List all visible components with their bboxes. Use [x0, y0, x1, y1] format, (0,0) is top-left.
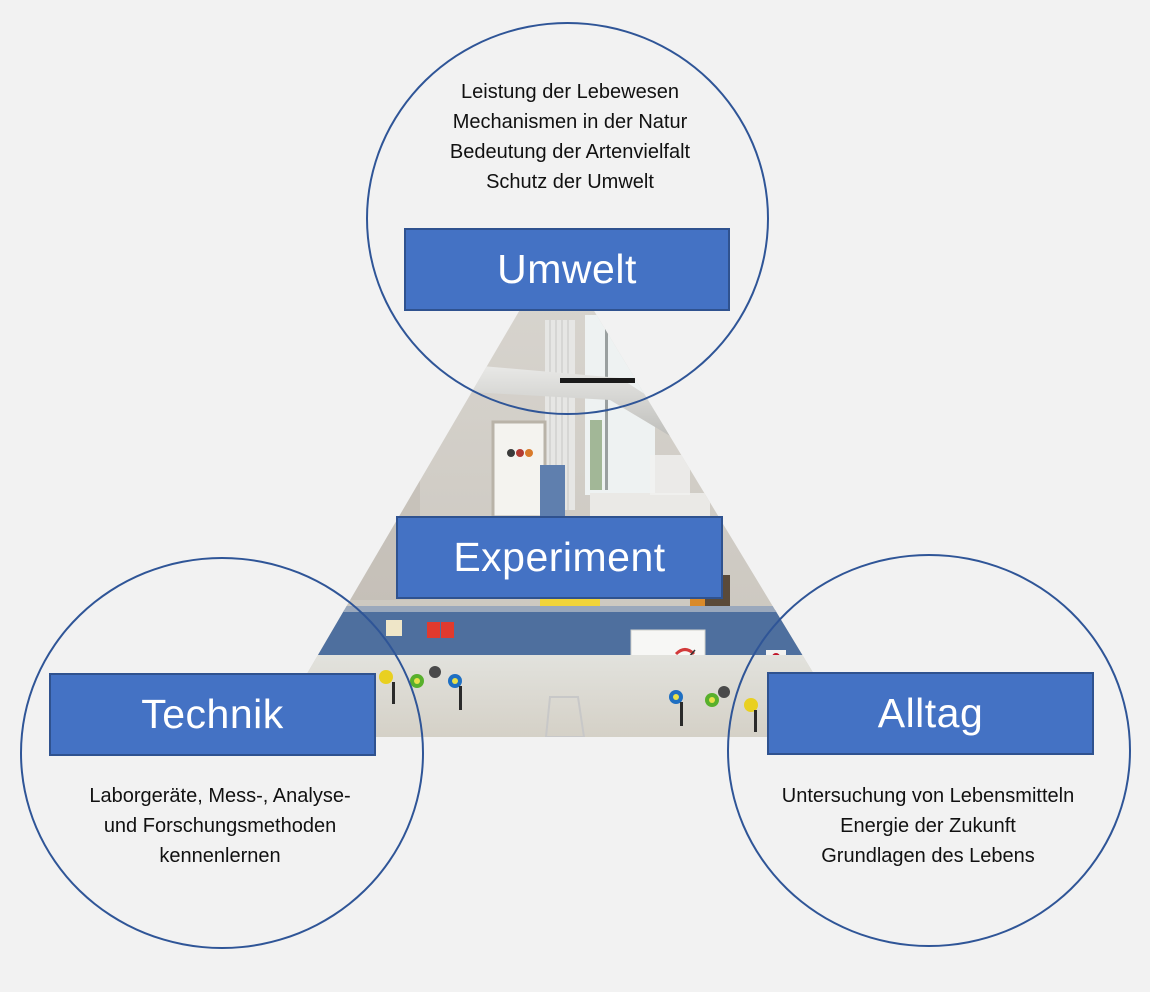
alltag-label-box: Alltag — [767, 672, 1094, 755]
umwelt-topic: Mechanismen in der Natur — [452, 111, 688, 133]
umwelt-circle — [366, 22, 769, 415]
technik-topic: und Forschungsmethoden — [103, 815, 337, 837]
technik-label: Technik — [141, 691, 284, 737]
technik-topics: Laborgeräte, Mess-, Analyse- und Forschu… — [15, 781, 425, 871]
alltag-topics: Untersuchung von Lebensmitteln Energie d… — [728, 781, 1128, 871]
experiment-label: Experiment — [453, 534, 666, 580]
umwelt-topic: Leistung der Lebewesen — [461, 81, 679, 103]
umwelt-label: Umwelt — [497, 246, 637, 292]
alltag-label: Alltag — [877, 690, 984, 736]
experiment-label-box: Experiment — [396, 516, 723, 599]
technik-topic: Laborgeräte, Mess-, Analyse- — [89, 785, 351, 807]
alltag-topic: Grundlagen des Lebens — [821, 845, 1035, 867]
alltag-topic: Energie der Zukunft — [840, 815, 1016, 837]
alltag-topic: Untersuchung von Lebensmitteln — [781, 785, 1075, 807]
technik-topic: kennenlernen — [159, 845, 281, 867]
umwelt-topics: Leistung der Lebewesen Mechanismen in de… — [370, 77, 770, 197]
umwelt-topic: Bedeutung der Artenvielfalt — [449, 141, 691, 163]
technik-circle — [20, 557, 424, 949]
umwelt-topic: Schutz der Umwelt — [486, 171, 654, 193]
alltag-circle — [727, 554, 1131, 947]
technik-label-box: Technik — [49, 673, 376, 756]
umwelt-label-box: Umwelt — [404, 228, 730, 311]
